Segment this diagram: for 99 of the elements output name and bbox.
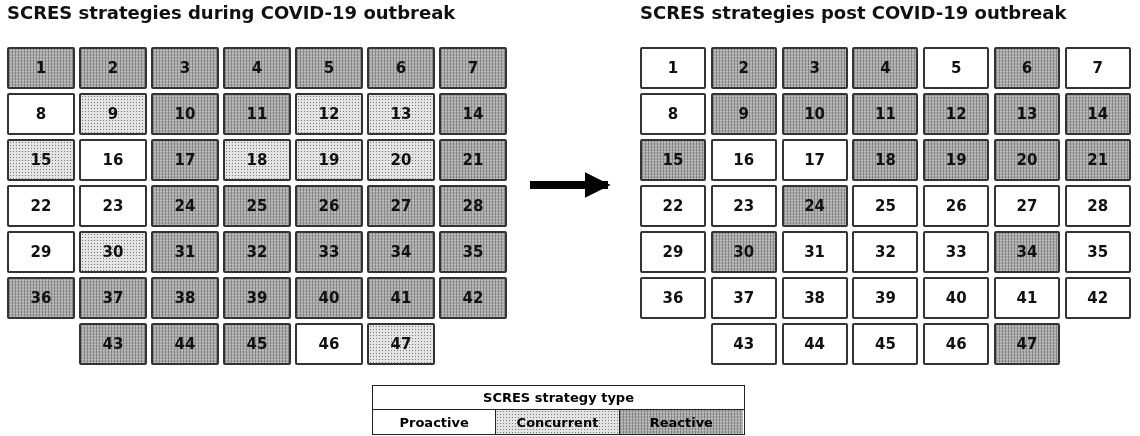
strategy-cell: 33 [295, 231, 363, 273]
strategy-cell: 18 [223, 139, 291, 181]
strategy-cell: 14 [1064, 93, 1131, 135]
strategy-cell: 11 [852, 93, 919, 135]
strategy-cell: 24 [151, 185, 219, 227]
strategy-cell: 28 [439, 185, 507, 227]
strategy-cell: 30 [710, 231, 777, 273]
strategy-cell: 20 [994, 139, 1060, 181]
strategy-cell: 26 [923, 185, 990, 227]
strategy-cell: 5 [923, 47, 990, 89]
strategy-cell: 43 [710, 323, 777, 365]
strategy-cell: 36 [7, 277, 75, 319]
strategy-cell: 14 [439, 93, 507, 135]
strategy-cell: 45 [223, 323, 291, 365]
strategy-cell: 27 [994, 185, 1060, 227]
strategy-cell: 25 [223, 185, 291, 227]
strategy-cell: 21 [1064, 139, 1131, 181]
strategy-cell: 9 [710, 93, 777, 135]
strategy-cell: 41 [367, 277, 435, 319]
legend-label: Proactive [399, 414, 469, 430]
strategy-cell: 2 [79, 47, 147, 89]
strategy-cell: 45 [852, 323, 919, 365]
strategy-cell: 24 [781, 185, 848, 227]
strategy-cell: 29 [7, 231, 75, 273]
strategy-cell: 12 [923, 93, 990, 135]
strategy-cell: 33 [923, 231, 990, 273]
strategy-cell: 46 [923, 323, 990, 365]
strategy-cell: 44 [151, 323, 219, 365]
strategy-cell: 20 [367, 139, 435, 181]
strategy-cell: 15 [7, 139, 75, 181]
strategy-cell: 38 [781, 277, 848, 319]
strategy-cell: 15 [640, 139, 706, 181]
strategy-cell: 30 [79, 231, 147, 273]
strategy-cell: 47 [367, 323, 435, 365]
strategy-cell: 32 [852, 231, 919, 273]
strategy-cell: 39 [223, 277, 291, 319]
strategy-cell: 31 [151, 231, 219, 273]
strategy-cell: 13 [994, 93, 1060, 135]
strategy-cell: 17 [151, 139, 219, 181]
strategy-cell: 3 [781, 47, 848, 89]
strategy-cell: 6 [367, 47, 435, 89]
strategy-cell: 27 [367, 185, 435, 227]
strategy-cell: 47 [994, 323, 1060, 365]
strategy-cell: 11 [223, 93, 291, 135]
strategy-cell: 8 [7, 93, 75, 135]
strategy-cell: 25 [852, 185, 919, 227]
strategy-cell: 5 [295, 47, 363, 89]
strategy-cell: 37 [79, 277, 147, 319]
strategy-cell: 35 [1064, 231, 1131, 273]
strategy-cell: 22 [640, 185, 706, 227]
strategy-cell: 28 [1064, 185, 1131, 227]
strategy-cell: 23 [79, 185, 147, 227]
strategy-cell: 4 [223, 47, 291, 89]
strategy-cell: 22 [7, 185, 75, 227]
strategy-cell: 16 [710, 139, 777, 181]
strategy-cell: 39 [852, 277, 919, 319]
strategy-cell: 46 [295, 323, 363, 365]
strategy-cell: 40 [295, 277, 363, 319]
strategy-cell: 1 [7, 47, 75, 89]
strategy-cell: 36 [640, 277, 706, 319]
strategy-cell: 34 [367, 231, 435, 273]
strategy-cell: 29 [640, 231, 706, 273]
strategy-cell: 2 [710, 47, 777, 89]
legend-label: Reactive [649, 414, 713, 430]
strategy-cell: 7 [439, 47, 507, 89]
strategy-cell: 21 [439, 139, 507, 181]
strategy-cell: 19 [923, 139, 990, 181]
strategy-cell: 23 [710, 185, 777, 227]
strategy-cell: 18 [852, 139, 919, 181]
strategy-cell: 3 [151, 47, 219, 89]
strategy-cell: 17 [781, 139, 848, 181]
strategy-cell: 10 [151, 93, 219, 135]
strategy-cell: 43 [79, 323, 147, 365]
grid-heading: SCRES strategies during COVID-19 outbreak [7, 2, 456, 23]
legend-label: Concurrent [516, 414, 599, 430]
strategy-cell: 35 [439, 231, 507, 273]
strategy-cell: 10 [781, 93, 848, 135]
strategy-cell: 38 [151, 277, 219, 319]
strategy-cell: 16 [79, 139, 147, 181]
strategy-cell: 40 [923, 277, 990, 319]
grid-heading: SCRES strategies post COVID-19 outbreak [640, 2, 1067, 23]
strategy-cell: 4 [852, 47, 919, 89]
strategy-cell: 42 [439, 277, 507, 319]
strategy-cell: 44 [781, 323, 848, 365]
strategy-cell: 31 [781, 231, 848, 273]
strategy-cell: 42 [1064, 277, 1131, 319]
strategy-cell: 7 [1064, 47, 1131, 89]
strategy-cell: 12 [295, 93, 363, 135]
strategy-cell: 41 [994, 277, 1060, 319]
strategy-cell: 9 [79, 93, 147, 135]
strategy-cell: 13 [367, 93, 435, 135]
strategy-cell: 1 [640, 47, 706, 89]
strategy-cell: 26 [295, 185, 363, 227]
strategy-cell: 8 [640, 93, 706, 135]
strategy-cell: 32 [223, 231, 291, 273]
strategy-cell: 37 [710, 277, 777, 319]
strategy-cell: 19 [295, 139, 363, 181]
strategy-cell: 34 [994, 231, 1060, 273]
strategy-cell: 6 [994, 47, 1060, 89]
